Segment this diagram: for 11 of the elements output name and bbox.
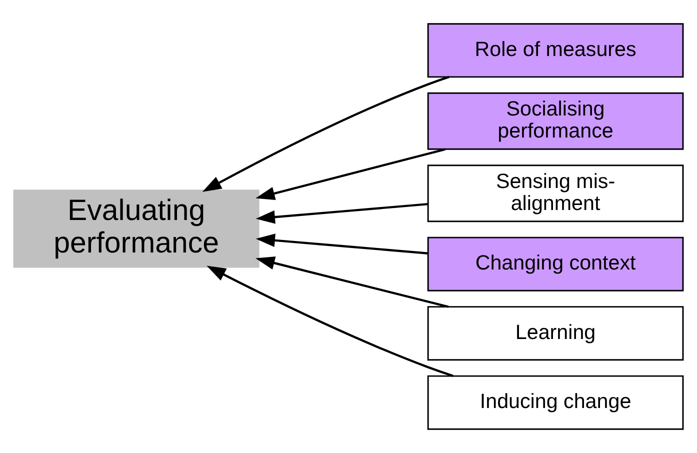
node-box: Evaluating performance [13,190,260,268]
node-box: Role of measures [427,23,684,78]
arrow [202,76,450,192]
arrow [256,148,446,200]
node-box: Learning [427,306,684,361]
node-box: Sensing mis-alignment [427,164,684,222]
arrow [256,202,428,224]
node-box: Changing context [427,236,684,292]
arrow [256,234,428,254]
node-box: Inducing change [427,375,684,430]
node-box: Socialising performance [427,92,684,150]
